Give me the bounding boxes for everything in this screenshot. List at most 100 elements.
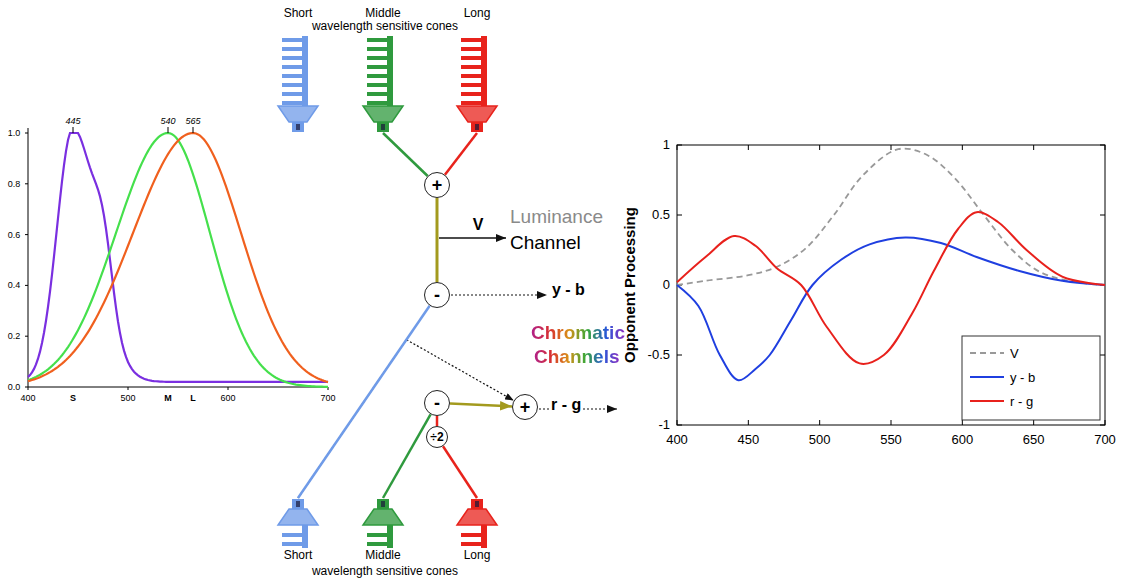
channel-name: Channel	[510, 232, 581, 254]
cone-spine	[481, 525, 487, 548]
cone-disc	[367, 74, 387, 78]
tick-mark	[25, 183, 28, 184]
operator-circle: +	[424, 172, 450, 198]
legend-swatch	[970, 370, 1004, 384]
cone-disc	[367, 101, 387, 105]
tick-mark	[677, 355, 682, 356]
tick-mark	[1105, 145, 1106, 150]
cone-disc	[367, 83, 387, 87]
tick-label: 1.0	[8, 128, 21, 138]
legend-text: r - g	[1010, 394, 1033, 409]
cone-disc	[461, 542, 481, 546]
cone-disc	[461, 92, 481, 96]
tick-label: 400	[20, 393, 35, 403]
tick-mark	[128, 387, 129, 390]
cone-disc	[461, 533, 481, 537]
cone-cell: Short	[276, 6, 320, 133]
cone-disc	[461, 65, 481, 69]
tick-mark	[677, 145, 678, 150]
tick-mark	[748, 145, 749, 150]
axis-title: Opponent Processing	[621, 207, 638, 363]
cone-cell: Middle	[361, 6, 405, 133]
cone-body	[457, 106, 497, 122]
tick-label: 0.4	[8, 280, 21, 290]
cone-foot	[377, 122, 389, 132]
tick-mark	[819, 420, 820, 425]
tick-label: M	[164, 393, 172, 403]
cone-body	[363, 509, 403, 525]
connector	[445, 133, 477, 175]
tick-label: 1	[663, 138, 670, 153]
cone-cell: Short	[276, 498, 320, 562]
tick-label: 0.5	[652, 208, 670, 223]
cone-body	[278, 509, 318, 525]
tick-mark	[677, 215, 682, 216]
operator-circle: ÷2	[426, 426, 448, 448]
legend-entry: V	[970, 343, 1019, 363]
tick-label: 700	[1094, 433, 1116, 448]
cone-spine	[387, 36, 393, 106]
cone-foot	[471, 122, 483, 132]
tick-mark	[1100, 355, 1105, 356]
cone-disc	[282, 56, 302, 60]
cone-foot	[471, 499, 483, 509]
legend-box	[962, 336, 1100, 420]
m-cone-curve	[28, 133, 328, 387]
signal-name: r - g	[549, 396, 583, 414]
operator-sign: +	[520, 398, 531, 416]
cone-disc	[461, 47, 481, 51]
tick-mark	[819, 145, 820, 150]
connector	[443, 446, 477, 498]
cone-disc	[282, 533, 302, 537]
tick-mark	[677, 145, 682, 146]
peak-label: 565	[185, 116, 200, 126]
signal-arrow	[451, 294, 547, 295]
tick-label: 0.0	[8, 382, 21, 392]
cone-body	[363, 106, 403, 122]
legend-line	[970, 352, 1004, 354]
tick-label: 0.6	[8, 229, 21, 239]
operator-sign: -	[434, 286, 440, 304]
cone-disc	[461, 101, 481, 105]
legend-entry: y - b	[970, 367, 1035, 387]
channel-name: Chromatic	[531, 322, 625, 344]
cone-disc	[282, 38, 302, 42]
cone-symbol	[276, 498, 320, 548]
peak-label: 445	[65, 116, 80, 126]
peak-label: 540	[160, 116, 175, 126]
tick-mark	[891, 145, 892, 150]
luminance-curve	[677, 149, 1105, 285]
cone-spine	[387, 525, 393, 548]
cone-body	[457, 509, 497, 525]
tick-mark	[1100, 425, 1105, 426]
tick-label: 700	[320, 393, 335, 403]
operator-sign: +	[432, 176, 443, 194]
tick-label: -0.5	[648, 348, 670, 363]
cone-disc	[282, 92, 302, 96]
tick-mark	[25, 336, 28, 337]
legend-line	[970, 400, 1004, 402]
cone-disc	[282, 542, 302, 546]
connector	[436, 416, 439, 426]
cone-spine	[302, 36, 308, 106]
axis-line	[28, 387, 328, 388]
cone-disc	[282, 74, 302, 78]
cone-mark	[475, 124, 479, 130]
peak-mark	[193, 127, 194, 133]
cone-disc	[367, 56, 387, 60]
operator-circle: +	[512, 394, 538, 420]
cone-disc	[461, 56, 481, 60]
cone-name: Short	[276, 6, 320, 20]
cone-name: Short	[276, 548, 320, 562]
tick-label: 0.8	[8, 179, 21, 189]
tick-mark	[1105, 420, 1106, 425]
cone-foot	[377, 499, 389, 509]
cone-symbol	[455, 498, 499, 548]
cone-disc	[282, 47, 302, 51]
tick-label: 550	[880, 433, 902, 448]
cone-name: Long	[455, 548, 499, 562]
tick-label: 500	[120, 393, 135, 403]
signal-name: V	[473, 216, 484, 234]
legend-line	[970, 376, 1004, 378]
connector	[450, 404, 512, 407]
